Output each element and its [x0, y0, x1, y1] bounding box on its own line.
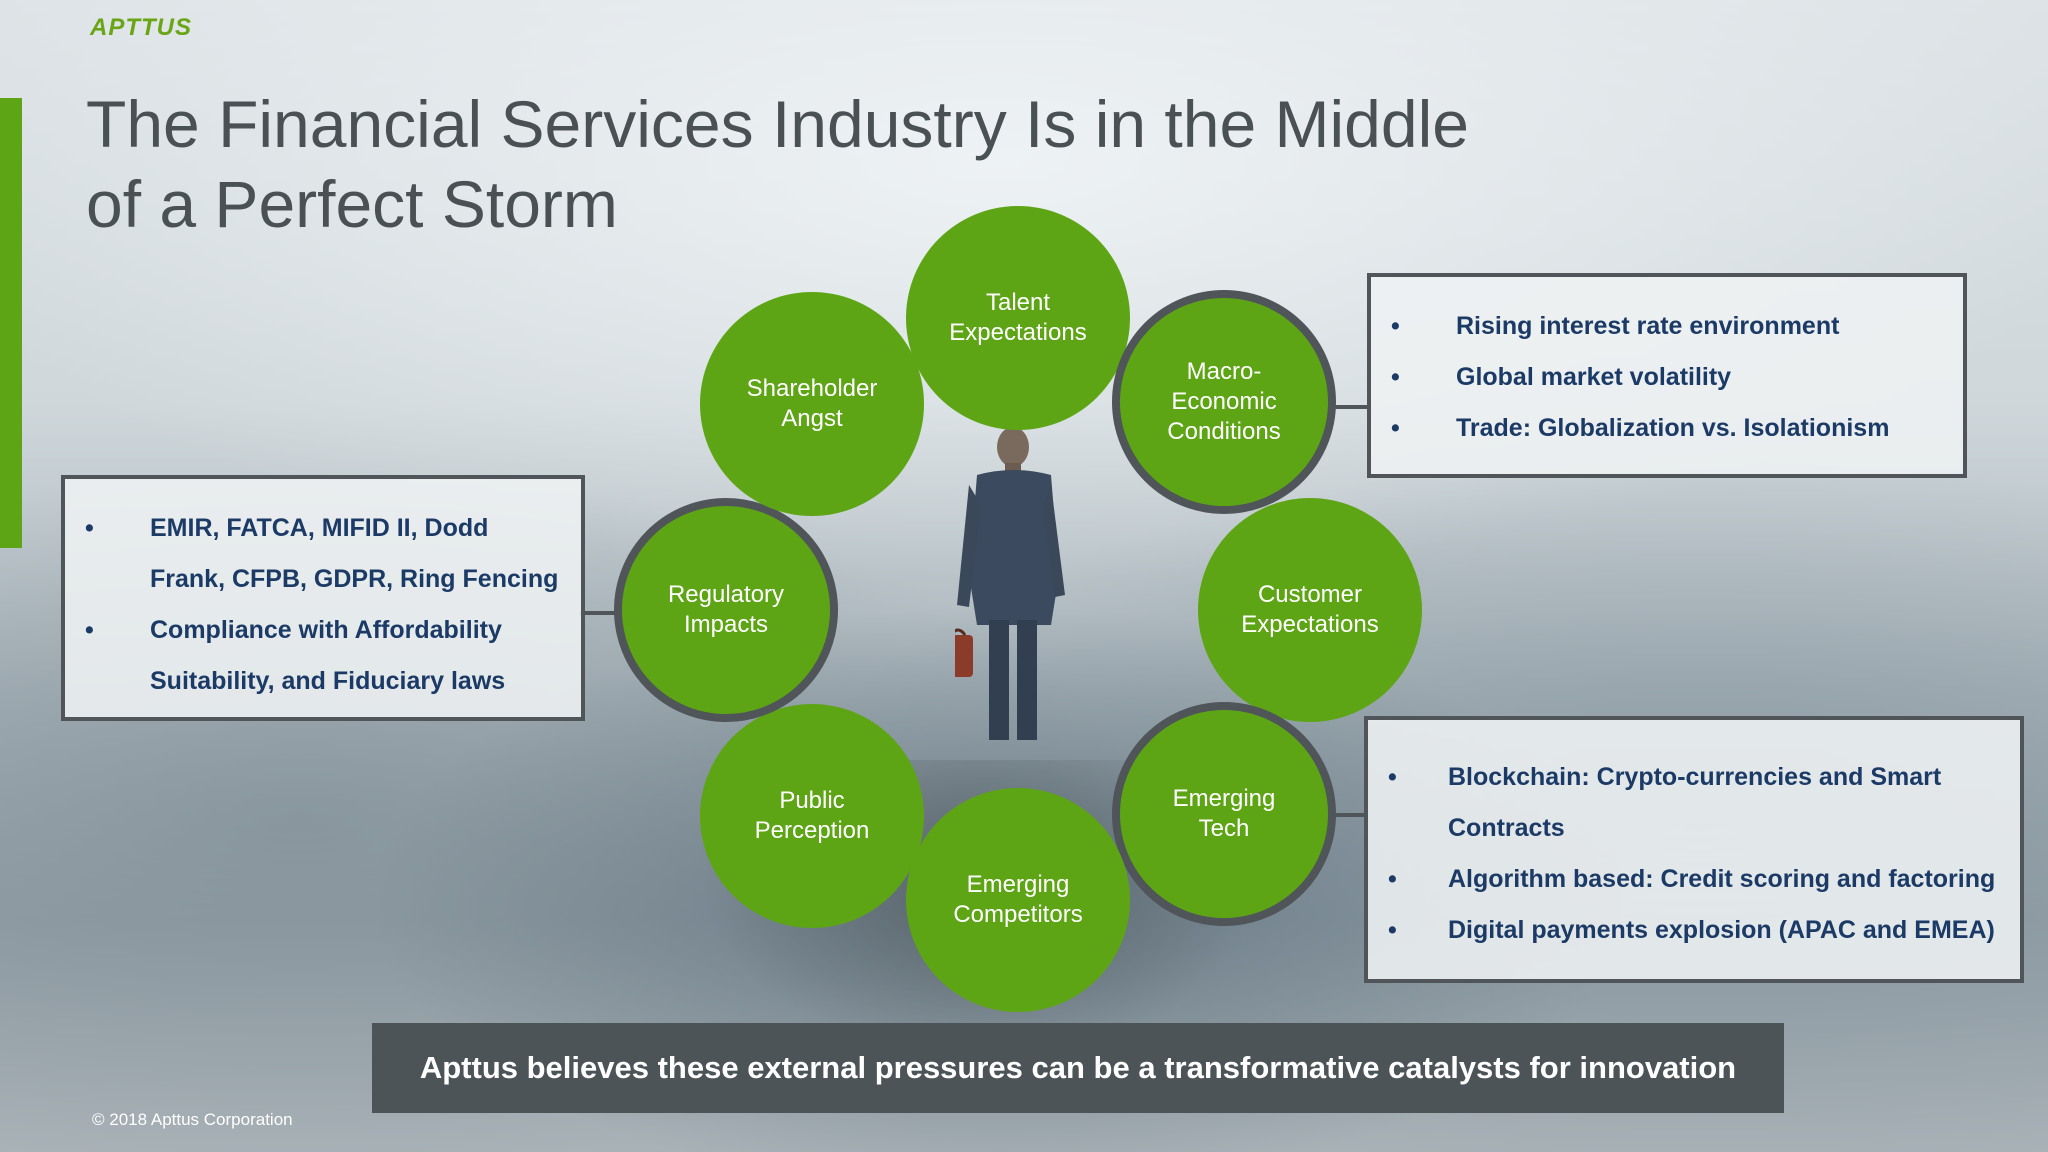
bullet-text: EMIR, FATCA, MIFID II, Dodd: [150, 514, 489, 542]
list-item: • Digital payments explosion (APAC and EM…: [1368, 905, 2020, 956]
copyright-notice: © 2018 Apttus Corporation: [92, 1110, 293, 1129]
bullet-text: Trade: Globalization vs. Isolationism: [1456, 414, 1890, 442]
circle-label-line: Emerging: [1172, 785, 1276, 812]
businessman-figure: [955, 427, 1065, 740]
bullet-text: Digital payments explosion (APAC and EME…: [1448, 916, 1995, 944]
page-title: The Financial Services Industry Is in th…: [86, 84, 1586, 244]
bullet-text: Frank, CFPB, GDPR, Ring Fencing: [150, 565, 559, 593]
apttus-logo: APTTUS: [90, 14, 192, 41]
bullet-text: Algorithm based: Credit scoring and fact…: [1448, 865, 1996, 893]
bullet-text: Global market volatility: [1456, 363, 1732, 391]
circle-label-line: Regulatory: [667, 581, 785, 608]
bullet-icon: •: [1391, 363, 1400, 391]
bullet-icon: •: [1391, 312, 1400, 340]
circle-label-line: Customer: [1257, 581, 1362, 608]
circle-label-line: Competitors: [953, 901, 1083, 928]
bullet-text: Rising interest rate environment: [1456, 312, 1840, 340]
circle-label-line: Impacts: [683, 611, 769, 638]
bullet-icon: •: [1388, 916, 1397, 944]
title-line-2: of a Perfect Storm: [86, 167, 618, 241]
circle-label-line: Angst: [781, 405, 843, 432]
circle-label-line: Talent: [985, 289, 1051, 316]
circle-label-line: Macro-: [1186, 358, 1262, 385]
bullet-text: Blockchain: Crypto-currencies and Smart: [1448, 763, 1942, 791]
bullet-icon: •: [1388, 865, 1397, 893]
bullet-text: Compliance with Affordability: [150, 616, 502, 644]
tech-bullet-list: • Blockchain: Crypto-currencies and Smart…: [1368, 752, 2020, 956]
circle-label-line: Expectations: [1241, 611, 1379, 638]
circle-label-line: Tech: [1198, 815, 1250, 842]
connector-regulatory: [580, 611, 622, 615]
conclusion-banner: Apttus believes these external pressures…: [372, 1023, 1784, 1113]
circle-label-line: Shareholder: [746, 375, 878, 402]
bullet-icon: •: [85, 514, 94, 542]
circle-label-line: Emerging: [966, 871, 1070, 898]
connector-macro: [1324, 405, 1370, 409]
bullet-icon: •: [1388, 763, 1397, 791]
bullet-text: Contracts: [1448, 814, 1565, 842]
list-item: • Rising interest rate environment: [1371, 301, 1963, 352]
emerging-tech-detail-box: • Blockchain: Crypto-currencies and Smart…: [1364, 716, 2024, 983]
title-line-1: The Financial Services Industry Is in th…: [86, 87, 1469, 161]
bullet-text: Suitability, and Fiduciary laws: [150, 667, 506, 695]
accent-bar: [0, 98, 22, 548]
list-item: • Blockchain: Crypto-currencies and Smart…: [1368, 752, 2020, 854]
connector-tech: [1324, 813, 1368, 817]
macro-economic-detail-box: • Rising interest rate environment • Globa…: [1367, 273, 1967, 478]
circle-label-line: Perception: [754, 817, 870, 844]
circle-label-line: Conditions: [1167, 418, 1281, 445]
circle-label-line: Public: [779, 787, 845, 814]
bullet-icon: •: [85, 616, 94, 644]
bullet-icon: •: [1391, 414, 1400, 442]
circle-label-line: Expectations: [949, 319, 1087, 346]
macro-bullet-list: • Rising interest rate environment • Globa…: [1371, 301, 1963, 454]
list-item: • Algorithm based: Credit scoring and fac…: [1368, 854, 2020, 905]
list-item: • Global market volatility: [1371, 352, 1963, 403]
circle-label-line: Economic: [1171, 388, 1277, 415]
list-item: • Trade: Globalization vs. Isolationism: [1371, 403, 1963, 454]
